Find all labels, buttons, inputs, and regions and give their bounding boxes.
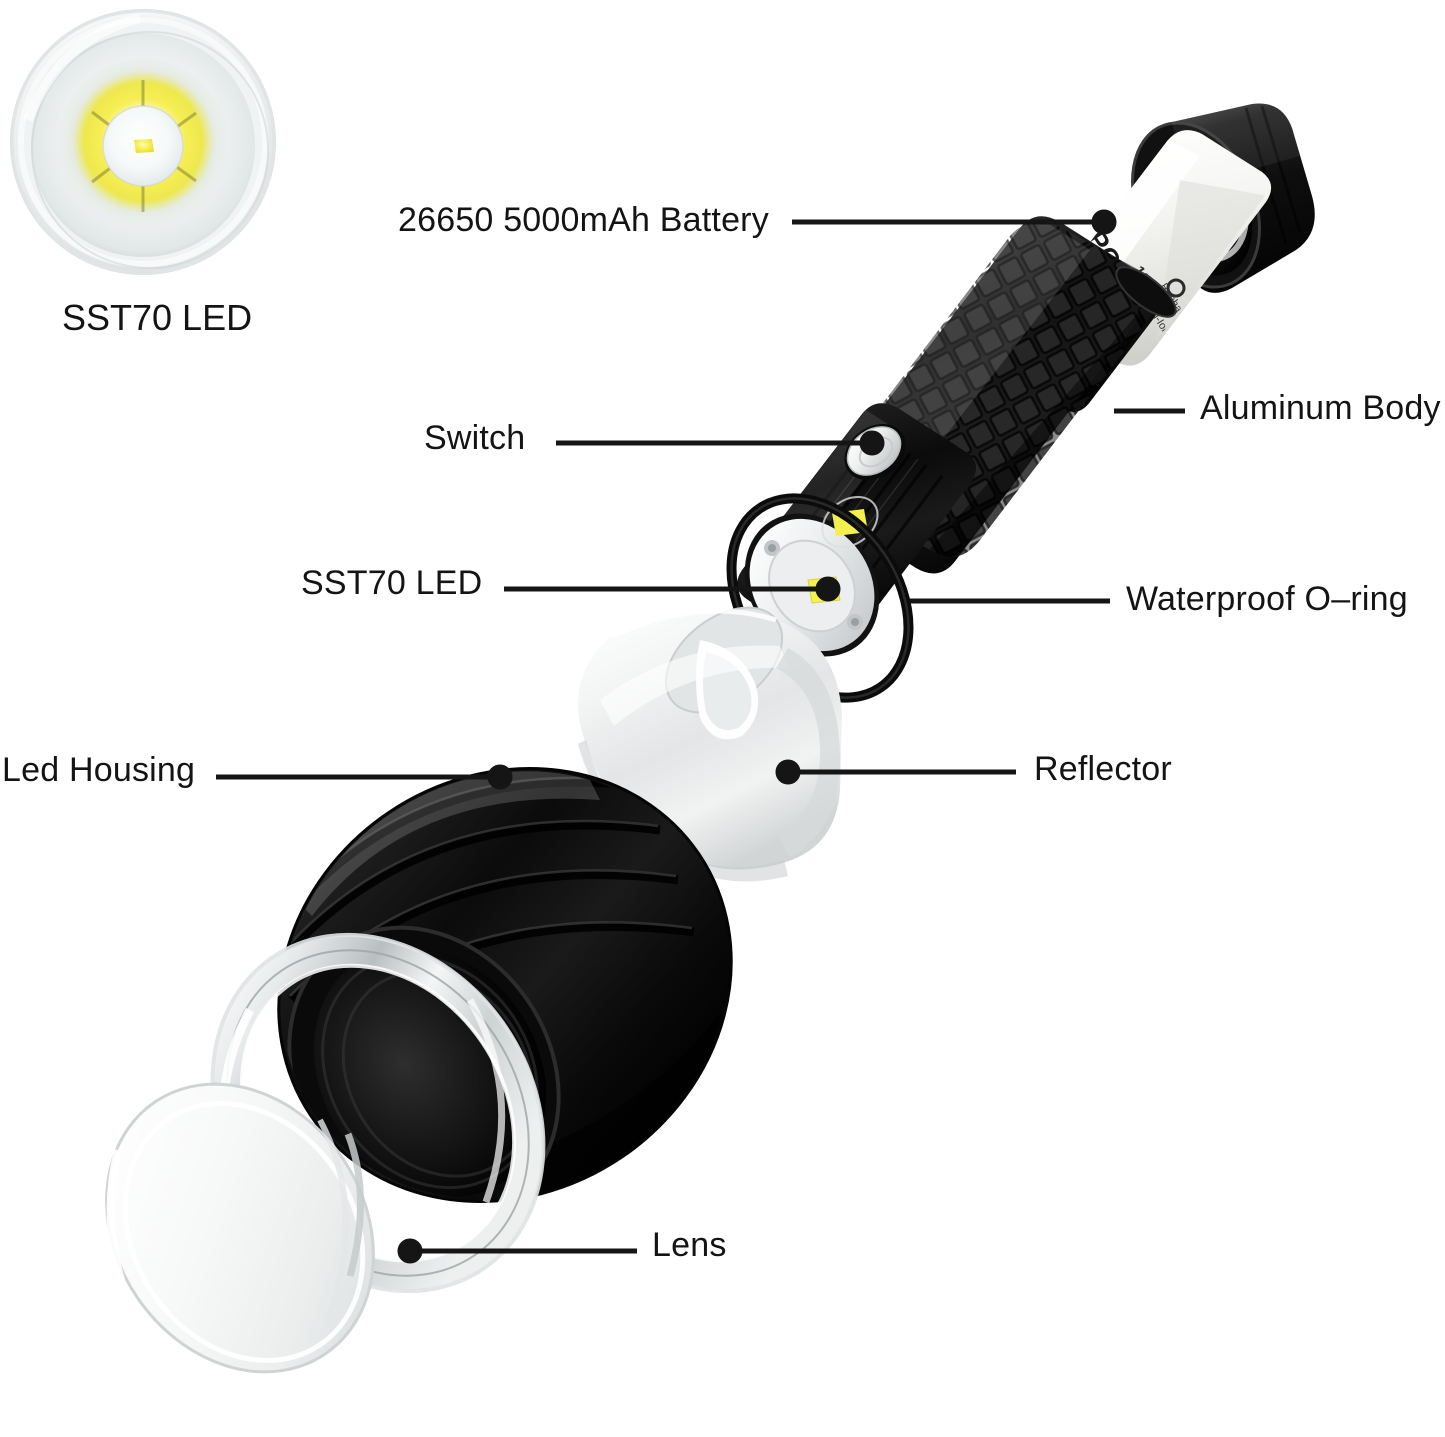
inset-caption: SST70 LED	[62, 297, 253, 338]
leader-dot-led-housing	[487, 764, 513, 790]
leader-dot-reflector	[775, 759, 801, 785]
callout-label-battery: 26650 5000mAh Battery	[398, 201, 769, 239]
leader-dot-sst70-led	[815, 576, 841, 602]
callout-label-waterproof-o-ring: Waterproof O–ring	[1126, 580, 1408, 618]
callout-label-reflector: Reflector	[1034, 750, 1172, 788]
callout-label-aluminum-body: Aluminum Body	[1200, 389, 1441, 427]
leader-dot-battery	[1091, 209, 1117, 235]
leader-dot-lens	[397, 1238, 423, 1264]
led-module-part	[744, 495, 880, 657]
callout-leader-lines	[216, 209, 1185, 1264]
callout-label-sst70-led: SST70 LED	[301, 564, 483, 602]
leader-dot-switch	[859, 430, 885, 456]
lens-part	[105, 1082, 375, 1374]
callout-label-lens: Lens	[652, 1226, 727, 1264]
sst70-led-inset-image	[10, 9, 276, 275]
callout-label-switch: Switch	[424, 419, 526, 457]
callout-label-led-housing: Led Housing	[2, 751, 196, 789]
